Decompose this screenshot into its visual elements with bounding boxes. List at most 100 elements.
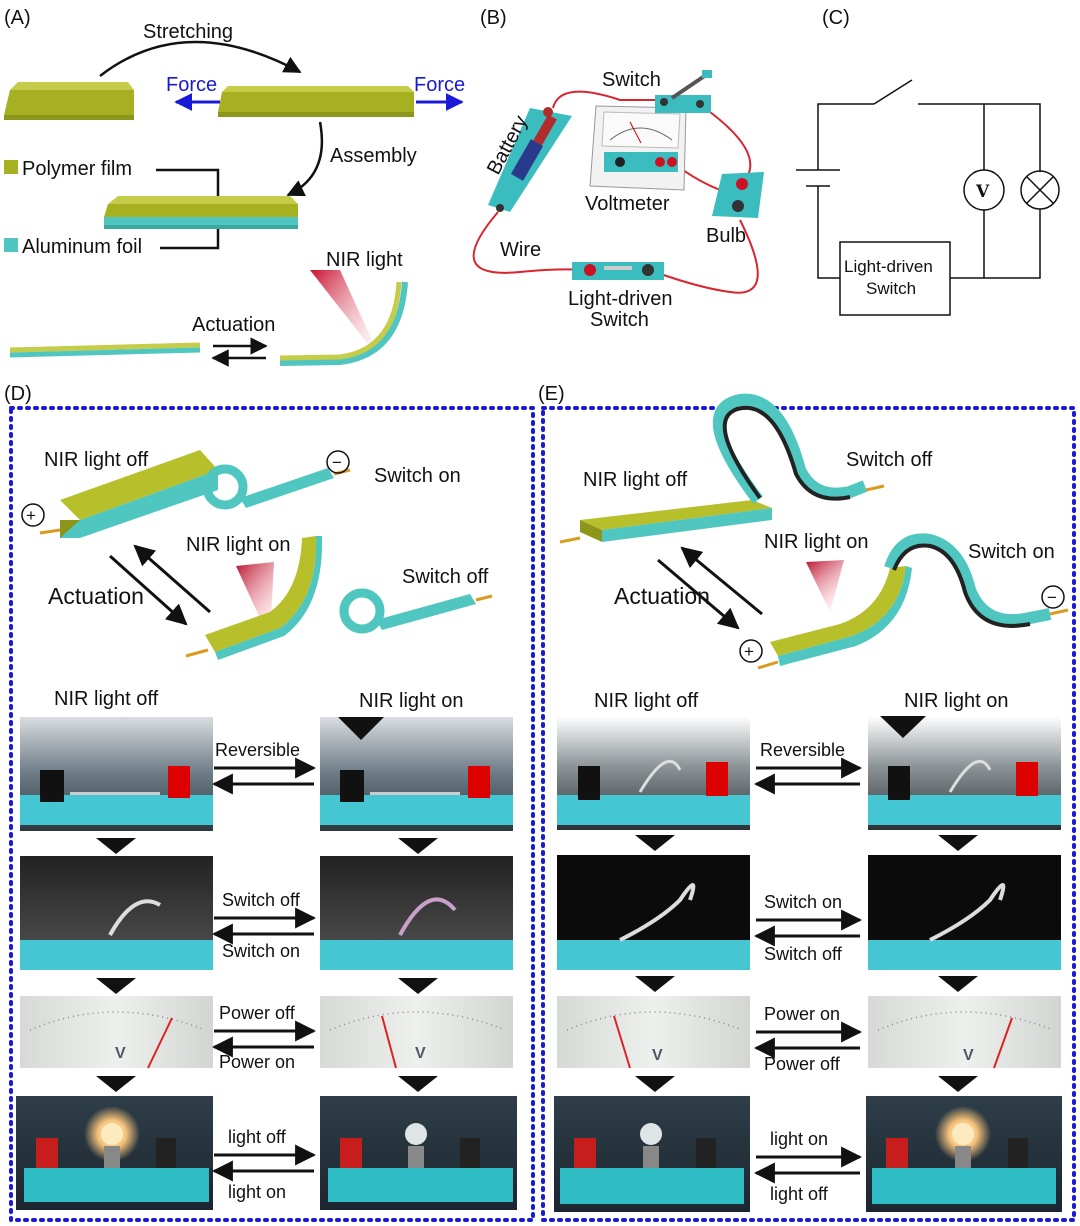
e-row4-bottom-label: light off xyxy=(770,1184,829,1204)
light-driven-switch-device xyxy=(572,262,664,280)
d-row2-top-label: Switch off xyxy=(222,890,301,910)
stretching-arrow xyxy=(99,40,302,77)
voltmeter-device xyxy=(589,105,687,191)
e-down-arrow-2r xyxy=(938,976,978,992)
e-actuation-arrow-down xyxy=(657,558,740,630)
panel-d: (D) NIR light off Switch on + − NIR ligh… xyxy=(4,383,535,1222)
d-meter-unit-left: V xyxy=(115,1045,126,1062)
e-row3-bottom-label: Power off xyxy=(764,1054,841,1074)
panel-e: (E) Switch off NIR light off NIR light o… xyxy=(538,383,1076,1222)
d-nir-off-label: NIR light off xyxy=(44,449,149,471)
voltmeter-symbol: V xyxy=(975,182,990,202)
panel-d-label: (D) xyxy=(4,383,32,405)
panel-a-label: (A) xyxy=(4,7,31,29)
d-down-arrow-2l xyxy=(96,978,136,994)
film-unstretched xyxy=(4,82,134,120)
ld-switch-label-1: Light-driven xyxy=(568,288,673,310)
polymer-swatch xyxy=(4,160,18,174)
e-switch-off-label: Switch off xyxy=(846,449,933,471)
e-meter-unit-left: V xyxy=(652,1047,663,1064)
bulb-device xyxy=(712,172,764,218)
panel-b: (B) Battery Switch xyxy=(472,7,764,331)
e-photo-closeup-off xyxy=(557,855,750,970)
force-label-left: Force xyxy=(166,74,217,96)
e-minus-sign: − xyxy=(1047,588,1057,607)
e-actuation-label: Actuation xyxy=(614,583,710,609)
e-meter-unit-right: V xyxy=(963,1047,974,1064)
d-film-off xyxy=(39,450,351,538)
e-row3-top-label: Power on xyxy=(764,1004,840,1024)
e-switch-on-label: Switch on xyxy=(968,541,1055,563)
switch-label-b: Switch xyxy=(602,69,661,91)
d-down-arrow-2r xyxy=(398,978,438,994)
d-col-left-title: NIR light off xyxy=(54,688,159,710)
e-bulb-off-photo xyxy=(554,1096,750,1212)
e-down-arrow-3l xyxy=(635,1076,675,1092)
polymer-film-label: Polymer film xyxy=(22,158,132,180)
d-minus-sign: − xyxy=(332,453,342,472)
panel-e-border xyxy=(541,406,1076,1222)
d-photo-closeup-off xyxy=(20,856,213,970)
d-down-arrow-3r xyxy=(398,1076,438,1092)
e-nir-on-label: NIR light on xyxy=(764,531,869,553)
wire-label: Wire xyxy=(500,239,541,261)
actuation-label-a: Actuation xyxy=(192,314,275,336)
ld-switch-schematic-2: Switch xyxy=(866,279,916,298)
d-down-arrow-3l xyxy=(96,1076,136,1092)
d-plus-sign: + xyxy=(26,506,36,525)
bulb-label: Bulb xyxy=(706,225,746,247)
e-meter-zero: V xyxy=(557,996,750,1069)
wire-top-right xyxy=(709,111,752,176)
d-photo-switch-off xyxy=(20,717,213,831)
d-plus-icon xyxy=(21,503,45,527)
d-meter-high: V xyxy=(20,996,213,1069)
panel-c: (C) V Light-driven Switch xyxy=(796,7,1060,316)
d-switch-off-label: Switch off xyxy=(402,566,489,588)
voltmeter-label: Voltmeter xyxy=(585,193,670,215)
d-row1-top-label: Reversible xyxy=(215,740,300,760)
e-film-off xyxy=(559,393,885,544)
e-row4-top-label: light on xyxy=(770,1129,828,1149)
d-switch-on-label: Switch on xyxy=(374,465,461,487)
e-row1-top-label: Reversible xyxy=(760,740,845,760)
e-row2-top-label: Switch on xyxy=(764,892,842,912)
switch-device xyxy=(655,70,712,113)
e-nir-off-label: NIR light off xyxy=(583,469,688,491)
d-actuation-arrow-down xyxy=(108,554,188,626)
panel-b-label: (B) xyxy=(480,7,507,29)
e-nir-beam xyxy=(806,560,844,612)
bilayer-film xyxy=(104,196,298,229)
battery-board xyxy=(488,107,572,212)
aluminum-foil-label: Aluminum foil xyxy=(22,236,142,258)
assembly-arrow xyxy=(286,121,324,197)
e-minus-icon xyxy=(1041,585,1065,609)
e-col-left-title: NIR light off xyxy=(594,690,699,712)
d-actuation-label: Actuation xyxy=(48,583,144,609)
nir-light-label-a: NIR light xyxy=(326,249,403,271)
d-down-arrow-1r xyxy=(398,838,438,854)
d-minus-icon xyxy=(326,450,350,474)
nir-beam-a xyxy=(310,270,382,362)
d-bulb-off-photo xyxy=(320,1096,517,1210)
aluminum-swatch xyxy=(4,238,18,252)
d-row2-bottom-label: Switch on xyxy=(222,941,300,961)
e-bulb-on-photo xyxy=(866,1096,1062,1212)
e-down-arrow-3r xyxy=(938,1076,978,1092)
d-nir-on-label: NIR light on xyxy=(186,534,291,556)
force-label-right: Force xyxy=(414,74,465,96)
e-down-arrow-2l xyxy=(635,976,675,992)
d-photo-switch-on xyxy=(320,717,513,831)
assembly-label: Assembly xyxy=(330,145,417,167)
d-row4-top-label: light off xyxy=(228,1127,287,1147)
wire-left xyxy=(472,211,586,274)
d-meter-unit-right: V xyxy=(415,1045,426,1062)
e-photo-switch-off xyxy=(557,716,750,830)
stretching-label: Stretching xyxy=(143,21,233,43)
d-meter-zero: V xyxy=(320,996,513,1069)
d-down-arrow-1l xyxy=(96,838,136,854)
d-row3-top-label: Power off xyxy=(219,1003,296,1023)
aluminum-leader xyxy=(160,222,220,250)
panel-a: (A) Stretching Force Force Assembly Poly… xyxy=(4,7,465,367)
panel-d-border xyxy=(9,406,535,1222)
d-film-on xyxy=(185,536,493,660)
